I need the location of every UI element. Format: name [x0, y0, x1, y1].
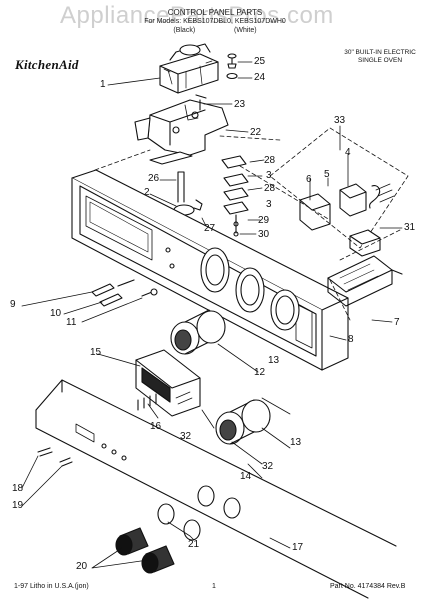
callout-9: 9 [10, 299, 16, 310]
part-control-panel-17 [35, 379, 397, 599]
oven-type-line-1: 30" BUILT-IN ELECTRIC [344, 49, 416, 56]
part-circuit-board-7 [327, 255, 403, 307]
callout-11: 11 [66, 317, 77, 328]
oven-type: 30" BUILT-IN ELECTRIC SINGLE OVEN [330, 49, 430, 65]
part-spacers-16 [137, 393, 157, 411]
callout-14: 14 [240, 471, 252, 482]
part-knobs-20-21 [115, 503, 201, 574]
brand-logo: KitchenAid [15, 57, 79, 72]
callout-26: 26 [148, 173, 160, 184]
part-terminal-block-33 [299, 183, 395, 231]
footer-part-number: Part No. 4174384 Rev.B [330, 583, 406, 590]
callout-4: 4 [345, 147, 351, 158]
callout-32b: 32 [262, 461, 274, 472]
callout-7: 7 [394, 317, 400, 328]
part-dashed-outlines [94, 127, 409, 321]
callout-13b: 13 [290, 437, 302, 448]
part-knob-bezels [170, 309, 271, 445]
page-title: CONTROL PANEL PARTS For Models: KEBS107D… [130, 8, 300, 35]
callout-15: 15 [90, 347, 102, 358]
footer-left: 1-97 Litho in U.S.A.(jon) [14, 583, 89, 590]
callout-30: 30 [258, 229, 270, 240]
part-relay-31 [349, 229, 381, 257]
leader-lines [21, 61, 403, 569]
callout-2: 2 [144, 187, 150, 198]
callout-17: 17 [292, 542, 304, 553]
part-timer-motor [159, 43, 219, 94]
part-screws-9-10-11 [91, 279, 158, 307]
callout-27: 27 [204, 223, 216, 234]
callout-6: 6 [306, 174, 312, 185]
oven-type-line-2: SINGLE OVEN [357, 57, 403, 64]
callout-32a: 32 [180, 431, 192, 442]
callout-33: 33 [334, 115, 346, 126]
footer-page-number: 1 [212, 583, 216, 590]
callout-21: 21 [188, 539, 200, 550]
callout-18: 18 [12, 483, 24, 494]
callout-8: 8 [348, 334, 354, 345]
part-screws-18-19 [37, 447, 73, 467]
callout-1: 1 [100, 79, 106, 90]
callout-31: 31 [404, 222, 416, 233]
part-display-module-15 [135, 349, 201, 417]
part-mounting-bracket [134, 99, 229, 156]
title-line-1: CONTROL PANEL PARTS [167, 8, 263, 17]
watermark: AppliancePartsPros.com [60, 2, 334, 29]
callout-3b: 3 [266, 199, 272, 210]
callout-24: 24 [254, 72, 266, 83]
part-screws-23-24-25 [195, 53, 238, 111]
part-control-panel-frame [71, 169, 349, 371]
callout-5: 5 [324, 169, 330, 180]
callout-3a: 3 [266, 170, 272, 181]
part-switch-assembly [221, 155, 249, 237]
callout-19: 19 [12, 500, 24, 511]
callout-25: 25 [254, 56, 266, 67]
callout-10: 10 [50, 308, 62, 319]
title-line-2: For Models: KEBS107DBL0, KEBS107DWH0 [144, 18, 286, 25]
callout-12: 12 [254, 367, 266, 378]
callout-13a: 13 [268, 355, 280, 366]
callout-20: 20 [76, 561, 88, 572]
callout-28b: 28 [264, 183, 276, 194]
callout-29: 29 [258, 215, 270, 226]
callout-28a: 28 [264, 155, 276, 166]
title-line-3: (Black) (White) [173, 27, 257, 34]
callout-23: 23 [234, 99, 246, 110]
callout-22: 22 [250, 127, 262, 138]
callout-16: 16 [150, 421, 162, 432]
